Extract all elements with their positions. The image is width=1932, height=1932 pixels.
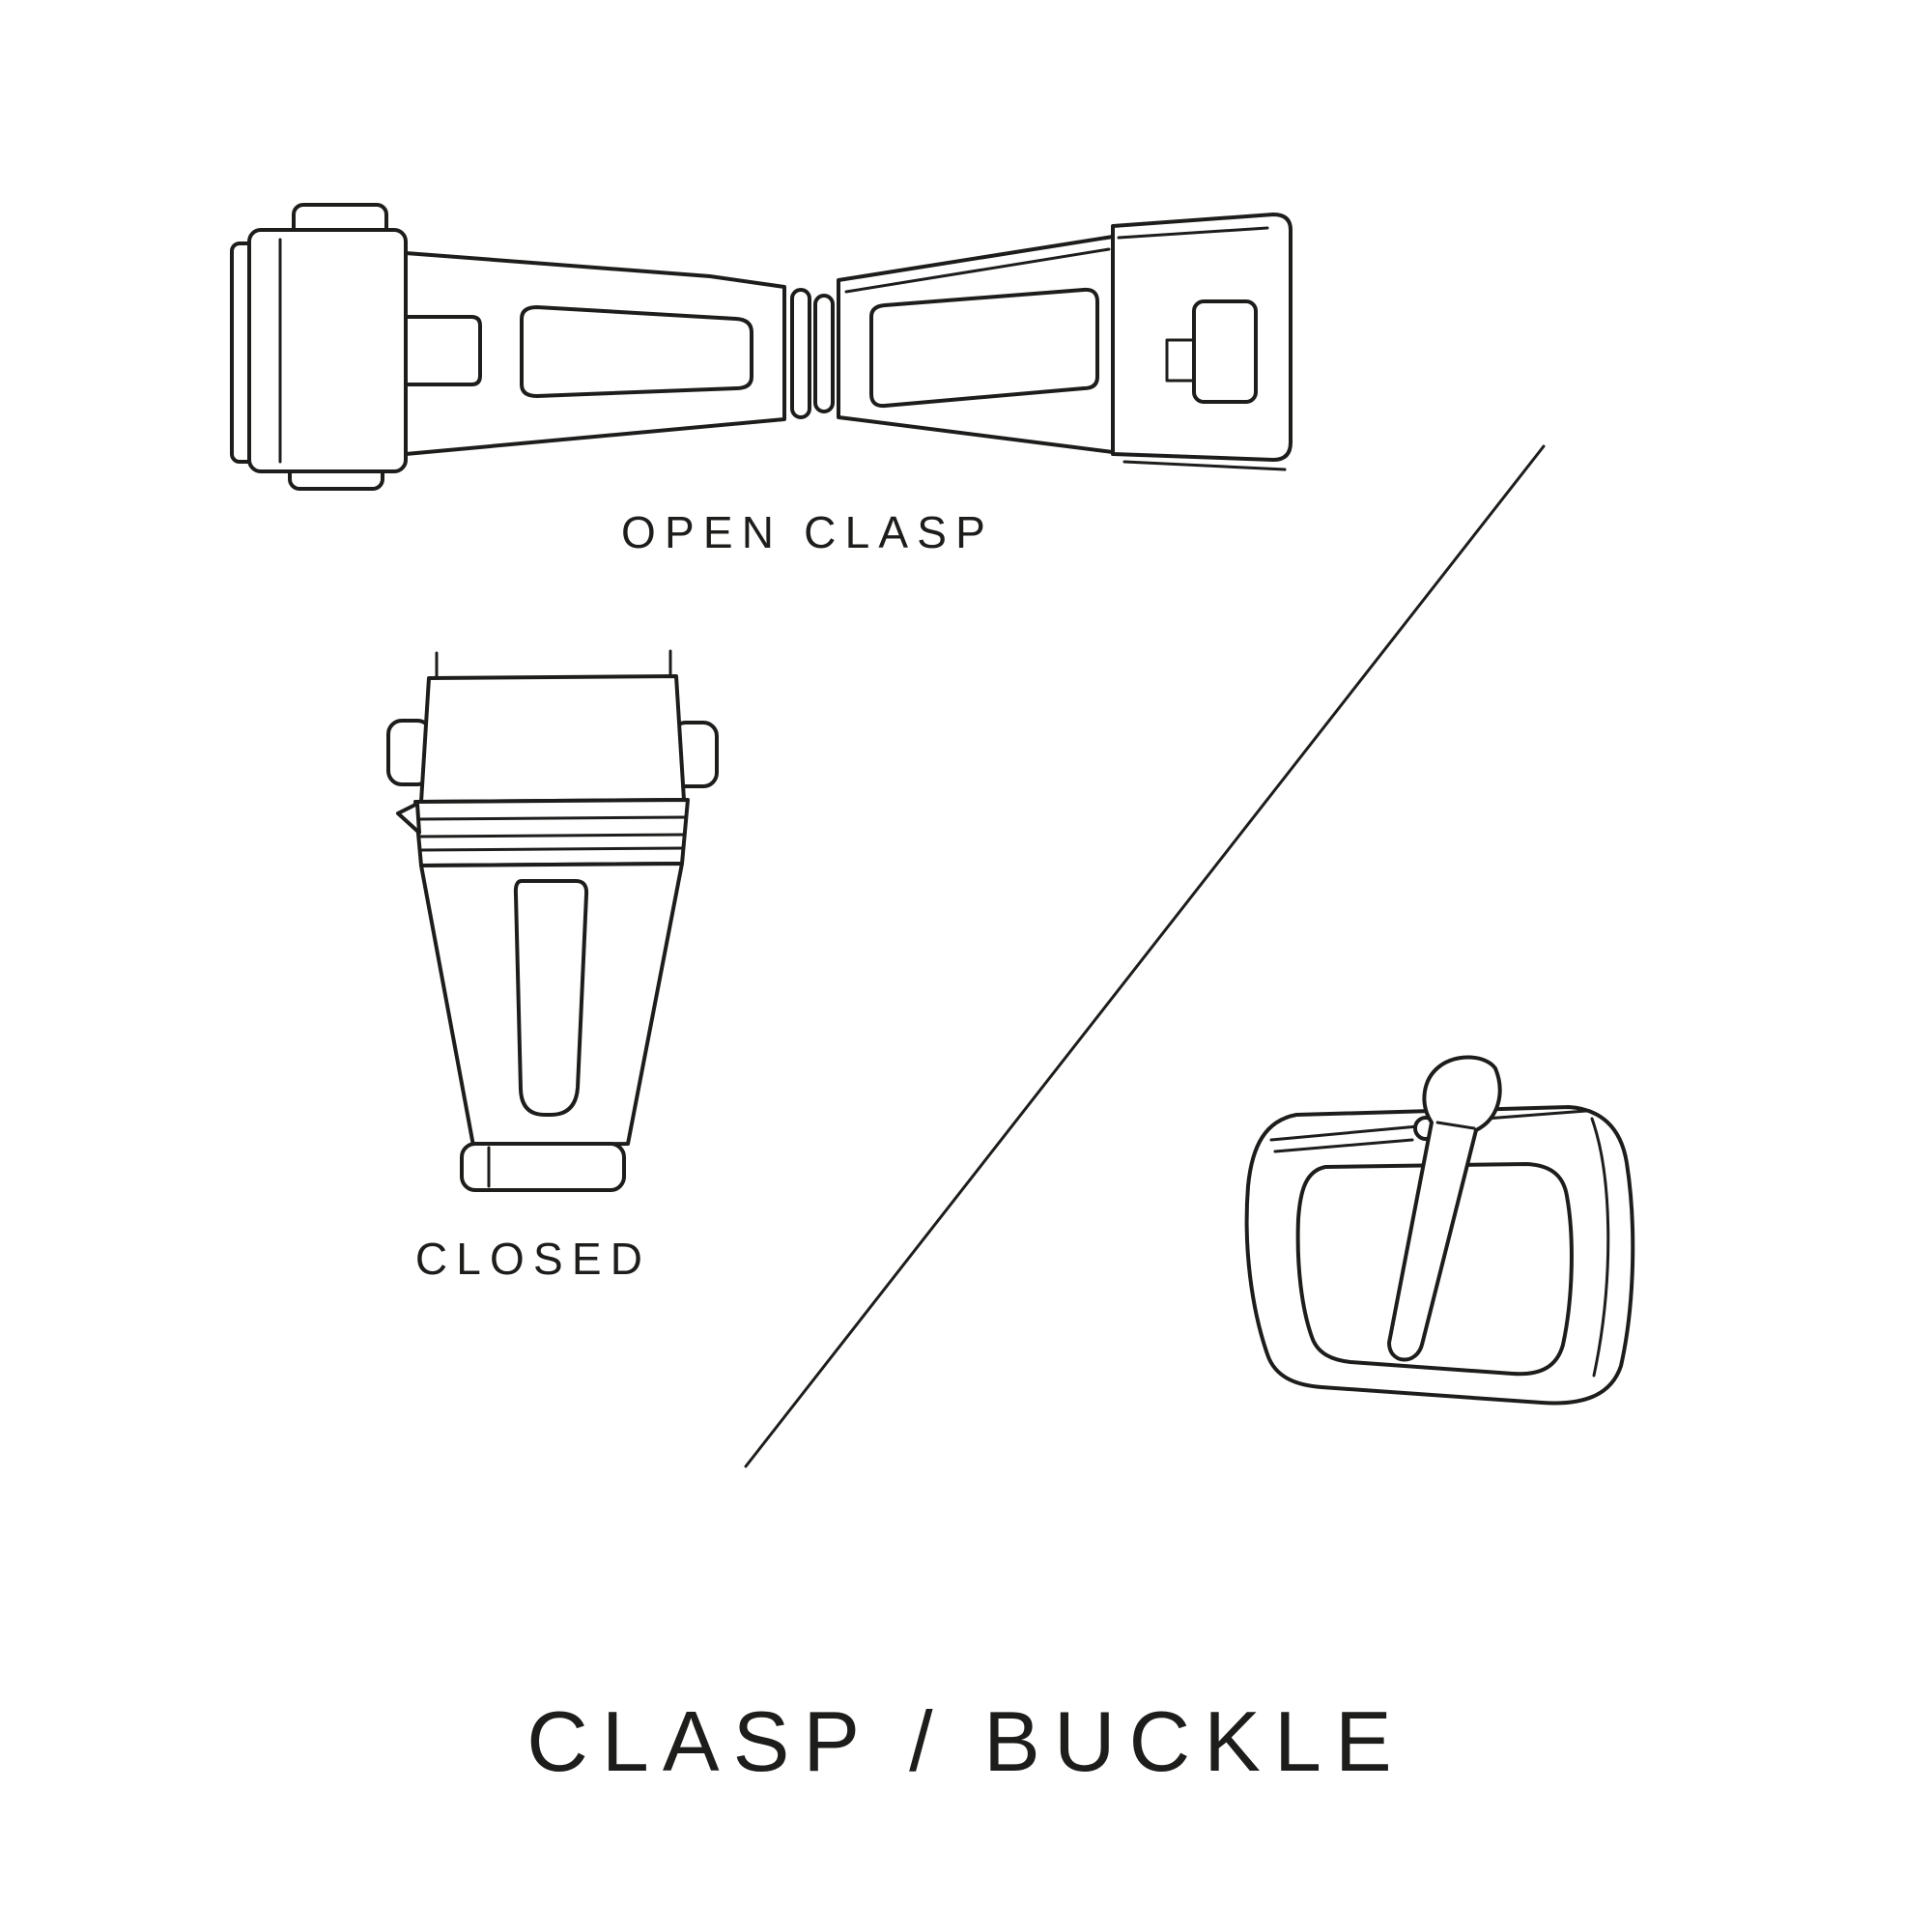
clasp-fold-block — [247, 228, 408, 473]
clasp-left-blade — [404, 251, 786, 456]
closed-clasp-slot — [513, 879, 589, 1117]
buckle-spring-bar — [1269, 1124, 1420, 1142]
closed-clasp-top-box — [419, 674, 686, 804]
clasp-left-window — [520, 305, 753, 398]
open-clasp-label: OPEN CLASP — [621, 507, 994, 557]
clasp-hinge — [790, 288, 811, 419]
clasp-keeper-tab — [1192, 299, 1258, 404]
buckle-opening — [1295, 1162, 1574, 1377]
closed-clasp-illustration — [386, 649, 719, 1192]
closed-clasp-band — [413, 798, 690, 867]
closed-clasp-label: CLOSED — [414, 1234, 652, 1284]
closed-clasp-strap-end — [460, 1142, 626, 1192]
tang-buckle-illustration — [1244, 1055, 1635, 1406]
clasp-right-window — [869, 287, 1099, 409]
diagonal-divider — [744, 444, 1546, 1468]
page-title: CLASP / BUCKLE — [526, 1693, 1406, 1789]
open-clasp-illustration — [230, 203, 1293, 491]
closed-clasp-body — [419, 862, 684, 1148]
clasp-right-blade — [837, 235, 1115, 454]
buckle-tang — [1387, 1055, 1502, 1362]
